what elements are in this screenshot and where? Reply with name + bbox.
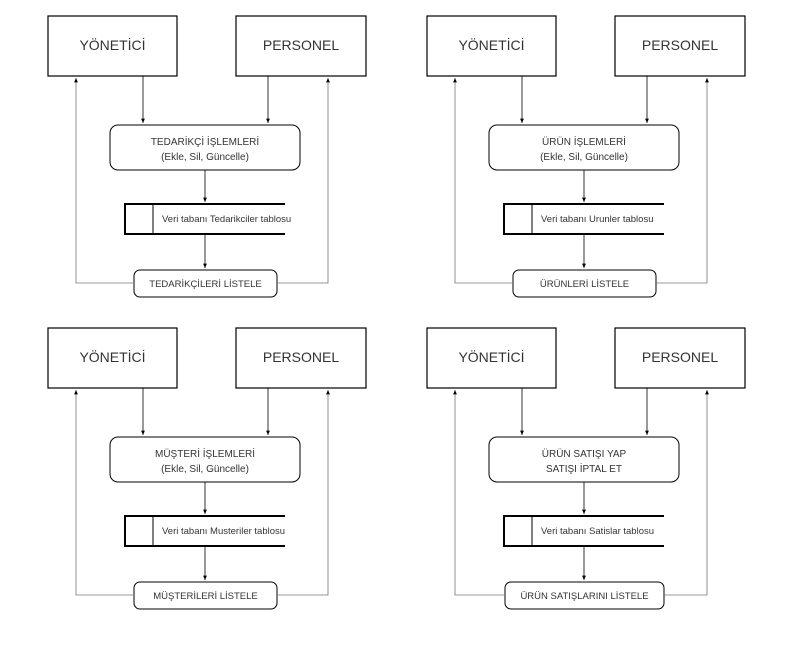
- process-line1: ÜRÜN SATIŞI YAP: [542, 448, 627, 460]
- diagram-satis: YÖNETİCİ PERSONEL ÜRÜN SATIŞI YAP SATIŞI…: [426, 327, 746, 610]
- actor-box-personel[interactable]: [235, 15, 367, 77]
- process-line1: MÜŞTERİ İŞLEMLERİ: [155, 447, 255, 460]
- actor-box-personel[interactable]: [235, 327, 367, 389]
- flow-arrows: [453, 388, 709, 596]
- diagram-musteri: YÖNETİCİ PERSONEL MÜŞTERİ İŞLEMLERİ (Ekl…: [47, 327, 367, 610]
- list-box[interactable]: [133, 269, 278, 298]
- actor-label-yonetici: YÖNETİCİ: [79, 36, 145, 53]
- list-label: MÜŞTERİLERİ LİSTELE: [153, 591, 258, 602]
- datastore-label: Veri tabanı Tedarikciler tablosu: [162, 214, 291, 225]
- list-label: TEDARİKÇİLERİ LİSTELE: [149, 279, 261, 290]
- actor-label-yonetici: YÖNETİCİ: [458, 348, 524, 365]
- actor-box-yonetici[interactable]: [47, 327, 178, 389]
- actor-box-yonetici[interactable]: [426, 15, 557, 77]
- datastore-label: Veri tabanı Musteriler tablosu: [162, 526, 285, 537]
- diagram-tedarikci: YÖNETİCİ PERSONEL TEDARİKÇİ İŞLEMLERİ (E…: [47, 15, 367, 298]
- flow-arrows: [74, 388, 330, 596]
- diagram-urun: YÖNETİCİ PERSONEL ÜRÜN İŞLEMLERİ (Ekle, …: [426, 15, 746, 298]
- process-line1: ÜRÜN İŞLEMLERİ: [542, 135, 626, 148]
- list-label: ÜRÜNLERİ LİSTELE: [540, 279, 629, 290]
- actor-label-personel: PERSONEL: [263, 349, 339, 365]
- process-line1: TEDARİKÇİ İŞLEMLERİ: [151, 135, 259, 148]
- actor-box-personel[interactable]: [614, 15, 746, 77]
- datastore-label: Veri tabanı Urunler tablosu: [541, 214, 653, 225]
- datastore-label: Veri tabanı Satislar tablosu: [541, 526, 654, 537]
- list-box[interactable]: [512, 269, 657, 298]
- actor-box-personel[interactable]: [614, 327, 746, 389]
- process-line2: SATIŞI İPTAL ET: [546, 462, 622, 475]
- actor-label-personel: PERSONEL: [642, 37, 718, 53]
- list-box[interactable]: [504, 581, 665, 610]
- actor-label-yonetici: YÖNETİCİ: [458, 36, 524, 53]
- flow-arrows: [74, 76, 330, 284]
- actor-label-yonetici: YÖNETİCİ: [79, 348, 145, 365]
- actor-box-yonetici[interactable]: [426, 327, 557, 389]
- actor-box-yonetici[interactable]: [47, 15, 178, 77]
- process-line2: (Ekle, Sil, Güncelle): [161, 152, 249, 163]
- flow-arrows: [453, 76, 709, 284]
- list-box[interactable]: [133, 581, 278, 610]
- process-line2: (Ekle, Sil, Güncelle): [161, 464, 249, 475]
- list-label: ÜRÜN SATIŞLARINI LİSTELE: [520, 591, 648, 602]
- actor-label-personel: PERSONEL: [642, 349, 718, 365]
- process-line2: (Ekle, Sil, Güncelle): [540, 152, 628, 163]
- actor-label-personel: PERSONEL: [263, 37, 339, 53]
